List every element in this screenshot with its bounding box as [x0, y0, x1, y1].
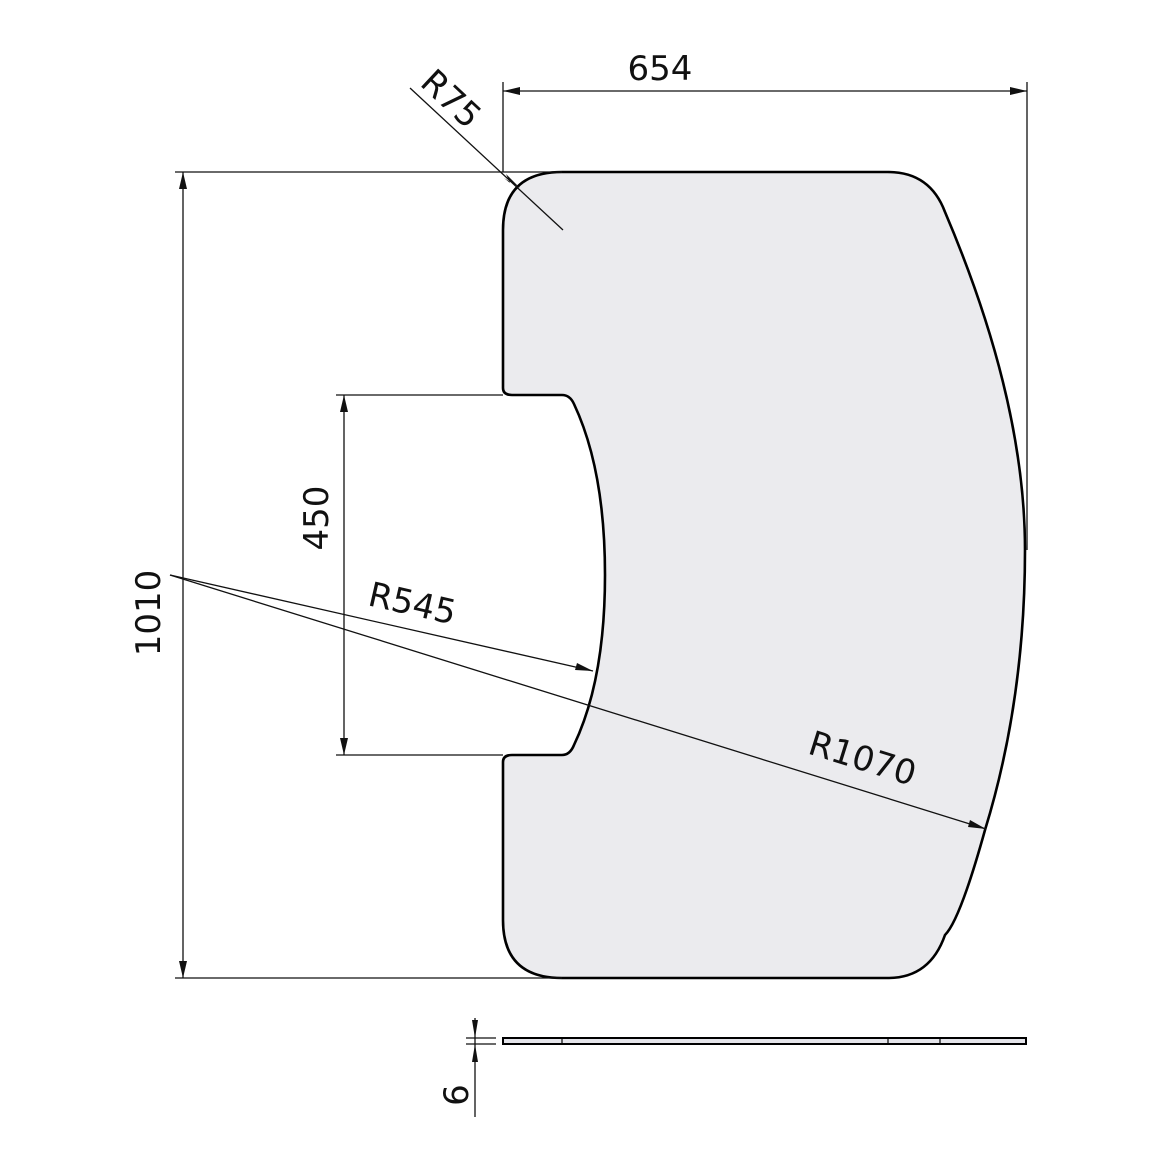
plate-side-view: [502, 1037, 1027, 1045]
width-label: 654: [628, 49, 693, 89]
thickness-label: 6: [437, 1084, 477, 1106]
cutout-height-dimension: 450: [297, 394, 503, 756]
plate-top-view: [501, 170, 1027, 980]
height-label: 1010: [129, 570, 169, 657]
cutout-height-label: 450: [297, 486, 337, 551]
inner-radius-dimension: R545: [169, 574, 594, 672]
height-dimension: 1010: [129, 171, 562, 979]
thickness-dimension: 6: [437, 1018, 496, 1117]
corner-radius-label: R75: [413, 62, 489, 137]
width-dimension: 654: [502, 49, 1028, 550]
inner-radius-label: R545: [365, 575, 460, 634]
